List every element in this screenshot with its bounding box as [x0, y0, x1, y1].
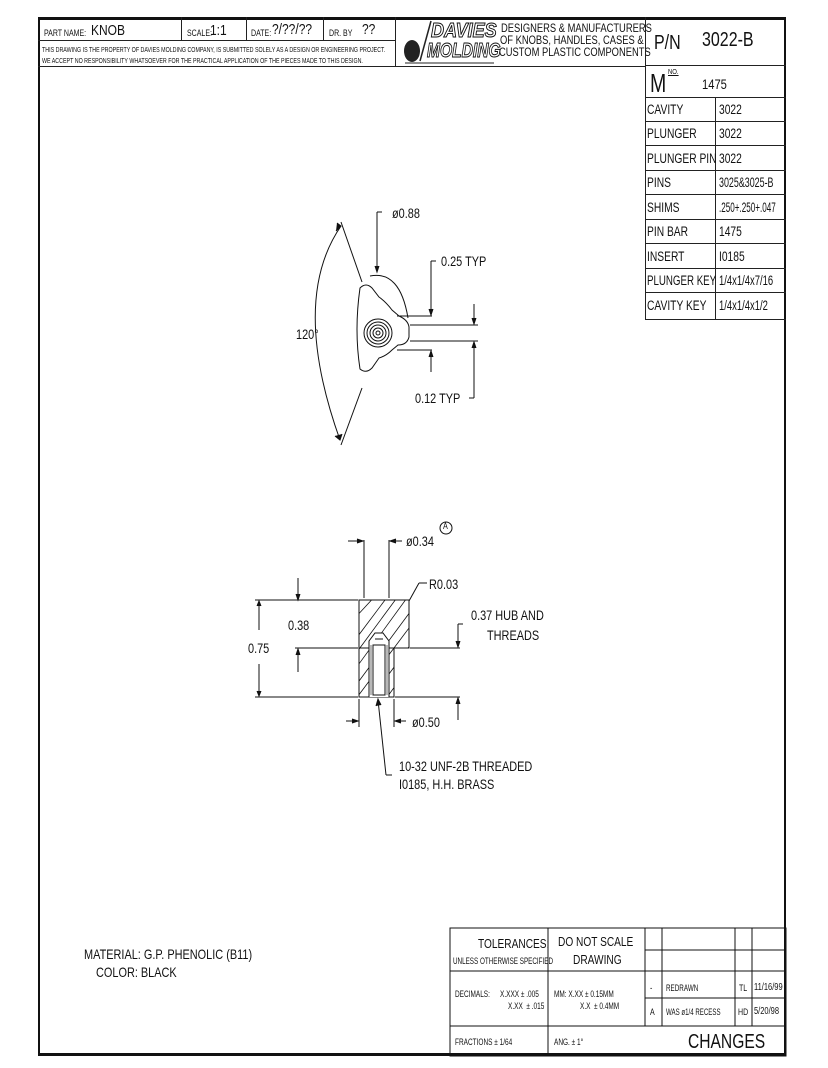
scale-label: SCALE: [187, 28, 212, 38]
thread-note-1: 10-32 UNF-2B THREADED [399, 758, 533, 774]
dim-diameter-088: ø0.88 [392, 205, 420, 221]
divider [323, 17, 324, 41]
revision-marker: A [443, 521, 448, 531]
mno-label: M [650, 68, 667, 98]
change-by: TL [739, 983, 748, 993]
mm-tolerance-2: X.X ± 0.4MM [580, 1001, 620, 1011]
mno-cell [645, 66, 786, 98]
dim-hub-height-2: THREADS [487, 627, 540, 643]
mno-value: 1475 [702, 76, 727, 92]
thread-note-2: I0185, H.H. BRASS [399, 776, 495, 792]
date-label: DATE: [251, 28, 272, 38]
change-date: 11/16/99 [754, 982, 783, 993]
tolerances-title: TOLERANCES: [478, 936, 550, 951]
fractions-tolerance: FRACTIONS ± 1/64 [455, 1037, 513, 1047]
dim-width-typ: 0.25 TYP [441, 253, 487, 269]
divider [246, 17, 247, 41]
dim-radius: R0.03 [429, 576, 459, 592]
change-desc: REDRAWN [666, 983, 699, 993]
dim-hub-diameter: ø0.34 [406, 533, 434, 549]
material-label: MATERIAL: G.P. PHENOLIC (B11) [84, 946, 253, 962]
decimals-2: X.XX ± .015 [508, 1001, 545, 1011]
changes-title: CHANGES [688, 1031, 766, 1053]
dim-angle: 120° [296, 326, 319, 342]
tagline-3: CUSTOM PLASTIC COMPONENTS [499, 45, 651, 59]
do-not-scale-2: DRAWING [573, 952, 622, 967]
change-by: HD [738, 1007, 749, 1017]
dim-total-height: 0.75 [248, 640, 270, 656]
table-row: SHIMS.250+.250+.047 [645, 196, 786, 220]
dim-hub-height: 0.37 HUB AND [471, 607, 544, 623]
tolerances-subtitle: UNLESS OTHERWISE SPECIFIED [453, 956, 554, 966]
drawn-by-label: DR. BY [329, 28, 353, 38]
color-label: COLOR: BLACK [96, 964, 177, 980]
decimals-1: X.XXX ± .005 [500, 989, 539, 999]
dim-thickness-typ: 0.12 TYP [415, 390, 461, 406]
change-date: 5/20/98 [754, 1006, 780, 1017]
tagline-1: DESIGNERS & MANUFACTURERS [501, 21, 652, 35]
mm-tolerance-1: MM: X.XX ± 0.15MM [554, 989, 614, 999]
tagline-2: OF KNOBS, HANDLES, CASES & [500, 33, 644, 47]
change-desc: WAS ø1/4 RECESS [666, 1007, 721, 1017]
angle-tolerance: ANG. ± 1° [554, 1037, 584, 1047]
change-rev: - [650, 983, 653, 993]
scale-value: 1:1 [210, 22, 227, 39]
dim-base-diameter: ø0.50 [412, 714, 440, 730]
part-name-label: PART NAME: [44, 28, 87, 38]
disclaimer-line1: THIS DRAWING IS THE PROPERTY OF DAVIES M… [42, 45, 386, 54]
disclaimer-line2: WE ACCEPT NO RESPONSIBILITY WHATSOEVER F… [42, 56, 363, 65]
divider [181, 17, 182, 41]
logo-davies: DAVIES [431, 20, 498, 43]
pn-label: P/N [654, 32, 681, 54]
logo-molding: MOLDING [427, 40, 501, 63]
date-value: ?/??/?? [272, 21, 313, 38]
change-rev: A [650, 1007, 655, 1017]
drawn-by-value: ?? [362, 21, 376, 38]
drawing-border [38, 17, 786, 1056]
table-divider [715, 98, 716, 320]
do-not-scale-1: DO NOT SCALE [558, 934, 634, 949]
pn-cell [645, 17, 786, 66]
mno-superscript: NO. [668, 69, 679, 76]
part-name-value: KNOB [91, 22, 126, 39]
pn-value: 3022-B [702, 29, 754, 51]
dim-upper-height: 0.38 [288, 617, 310, 633]
decimals-label: DECIMALS: [455, 989, 490, 999]
